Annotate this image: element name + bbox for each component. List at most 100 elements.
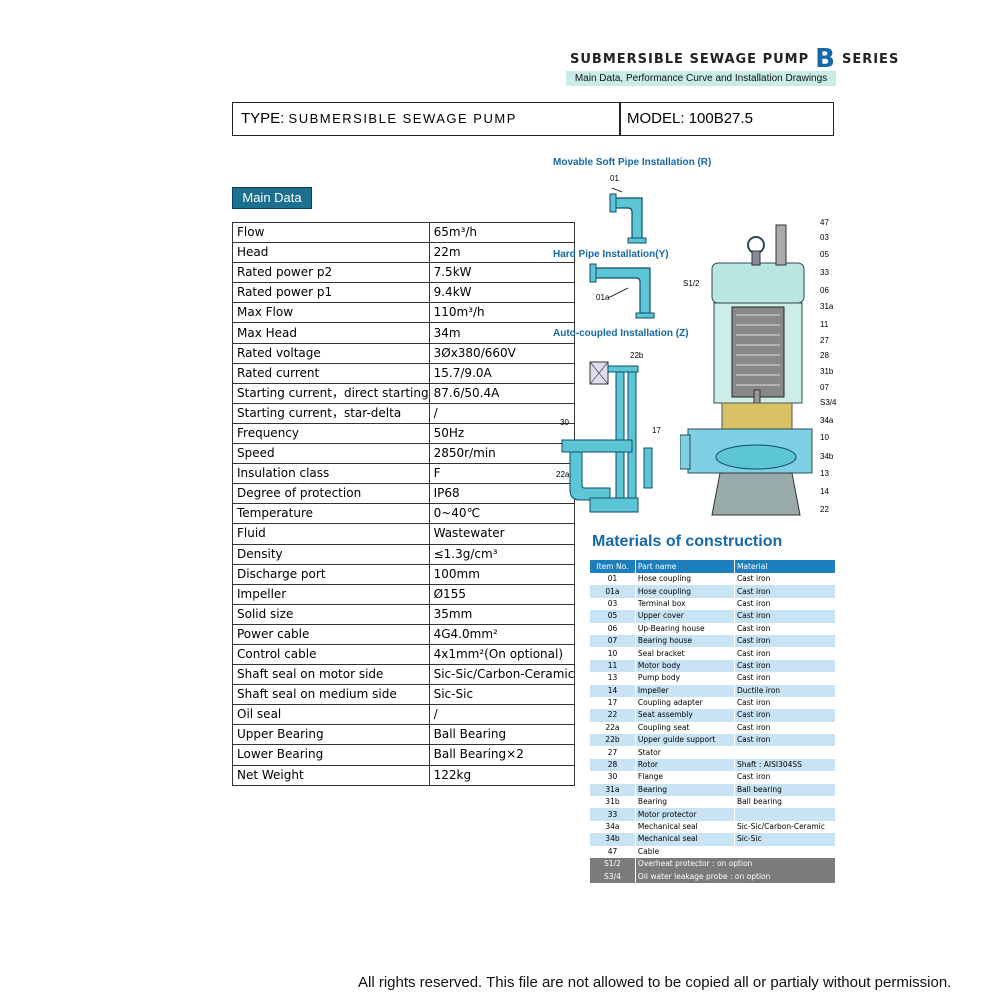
series-letter: B <box>815 44 836 74</box>
spec-key: Shaft seal on medium side <box>232 684 430 706</box>
spec-value: 110m³/h <box>428 302 576 324</box>
spec-key: Max Flow <box>232 302 430 324</box>
materials-cell: Cast iron <box>734 721 837 735</box>
spec-value: Ball Bearing×2 <box>428 744 576 766</box>
spec-key: Rated current <box>232 362 430 384</box>
materials-cell: Coupling adapter <box>635 696 735 710</box>
materials-cell: 14 <box>590 684 636 697</box>
label-30: 30 <box>560 418 569 427</box>
materials-cell <box>734 845 837 858</box>
spec-key: Oil seal <box>232 704 430 726</box>
materials-cell: Coupling seat <box>635 721 735 735</box>
spec-key: Degree of protection <box>232 483 430 505</box>
spec-key: Temperature <box>232 503 430 525</box>
series-title-right: SERIES <box>841 52 900 67</box>
materials-cell: Mechanical seal <box>635 820 735 834</box>
pump-part-label: 14 <box>820 487 829 496</box>
main-data-row: Oil seal/ <box>232 704 576 726</box>
materials-cell: Stator <box>635 746 735 759</box>
materials-cell: Mechanical seal <box>635 833 735 846</box>
movable-pipe-drawing <box>609 187 647 244</box>
spec-key: Starting current，direct starting <box>232 382 430 404</box>
note-text: Overheat protector : on option <box>635 857 837 871</box>
label-s12: S1/2 <box>683 279 700 288</box>
spec-key: Solid size <box>232 603 430 625</box>
spec-key: Density <box>232 543 430 565</box>
pump-part-label: 34b <box>820 452 834 461</box>
materials-cell: 11 <box>590 659 636 673</box>
pump-part-label: 34a <box>820 416 834 425</box>
materials-cell: 17 <box>590 696 636 710</box>
pump-part-label: 13 <box>820 469 829 478</box>
pump-part-label: 31a <box>820 302 834 311</box>
series-title-left: SUBMERSIBLE SEWAGE PUMP <box>570 52 810 67</box>
spec-key: Starting current，star-delta <box>232 402 430 424</box>
pump-part-label: 33 <box>820 268 829 277</box>
pump-part-label: 10 <box>820 433 829 442</box>
materials-cell: Cast iron <box>734 610 837 623</box>
materials-header-cell: Material <box>734 560 837 573</box>
materials-cell: 22 <box>590 709 636 722</box>
spec-value: Ball Bearing <box>428 724 576 746</box>
materials-cell: Cast iron <box>734 709 837 722</box>
type-model-divider <box>619 103 621 135</box>
type-value: SUBMERSIBLE SEWAGE PUMP <box>288 111 517 126</box>
pump-cross-section <box>680 224 813 516</box>
footer-copyright: All rights reserved. This file are not a… <box>358 974 952 991</box>
materials-cell: Terminal box <box>635 597 735 611</box>
materials-cell: Cast iron <box>734 734 837 747</box>
materials-cell: 31b <box>590 796 636 809</box>
caption-auto: Auto-coupled Installation (Z) <box>553 328 689 339</box>
materials-cell: Bearing <box>635 796 735 809</box>
main-data-row: Density≤1.3g/cm³ <box>232 543 576 565</box>
spec-value: Sic-Sic/Carbon-Ceramic <box>428 664 576 686</box>
model-value: 100B27.5 <box>688 110 753 127</box>
materials-cell: Up-Bearing house <box>635 622 735 635</box>
materials-cell: 03 <box>590 597 636 611</box>
materials-cell: Cast iron <box>734 585 837 598</box>
spec-value: Ø155 <box>428 583 576 605</box>
materials-cell: Bearing house <box>635 634 735 648</box>
materials-cell: Cast iron <box>734 597 837 611</box>
label-01a: 01a <box>596 293 610 302</box>
pump-part-label: 05 <box>820 250 829 259</box>
materials-cell: 07 <box>590 634 636 648</box>
main-data-row: Starting current，star-delta/ <box>232 402 576 424</box>
materials-cell: Bearing <box>635 783 735 797</box>
note-code: S3/4 <box>590 870 636 883</box>
materials-cell: Cast iron <box>734 573 837 586</box>
caption-hard: Hard Pipe Installation(Y) <box>553 249 669 260</box>
pump-part-label: 22 <box>820 505 829 514</box>
spec-key: Lower Bearing <box>232 744 430 766</box>
label-17: 17 <box>652 426 661 435</box>
spec-key: Frequency <box>232 422 430 445</box>
spec-value: 87.6/50.4A <box>428 382 576 404</box>
spec-key: Fluid <box>232 523 430 545</box>
materials-cell: 34b <box>590 833 636 846</box>
spec-key: Shaft seal on motor side <box>232 664 430 686</box>
note-text: Oil water leakage probe : on option <box>635 870 837 883</box>
spec-value: 35mm <box>428 603 576 625</box>
materials-header-cell: Part name <box>635 560 735 573</box>
pump-part-label: 47 <box>820 218 829 227</box>
